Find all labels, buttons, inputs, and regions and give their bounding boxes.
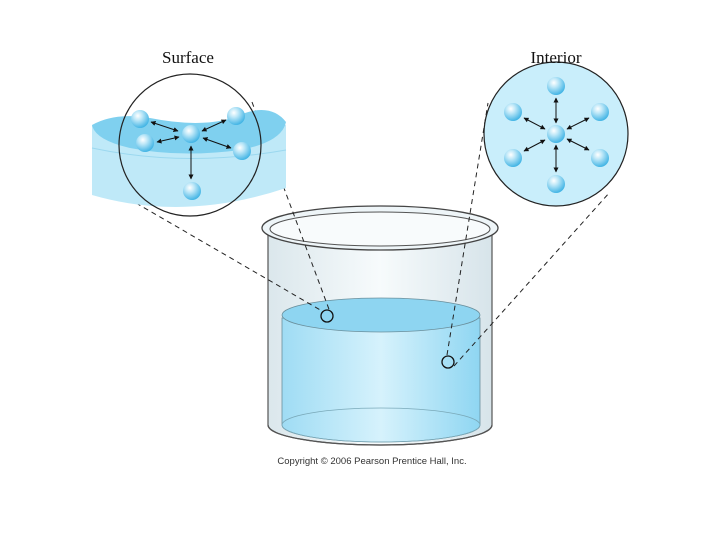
molecule <box>547 125 565 143</box>
beaker <box>262 206 498 445</box>
molecule <box>504 103 522 121</box>
molecule <box>182 125 200 143</box>
molecule <box>591 149 609 167</box>
molecule <box>591 103 609 121</box>
molecule <box>183 182 201 200</box>
molecule <box>233 142 251 160</box>
molecule <box>131 110 149 128</box>
surface-label: Surface <box>162 48 214 67</box>
molecule <box>136 134 154 152</box>
interior-label: Interior <box>531 48 582 67</box>
molecule <box>227 107 245 125</box>
interior-inset: Interior <box>484 48 628 206</box>
molecule <box>547 77 565 95</box>
molecule <box>504 149 522 167</box>
copyright-text: Copyright © 2006 Pearson Prentice Hall, … <box>277 456 466 467</box>
molecule <box>547 175 565 193</box>
water-surface <box>282 298 480 332</box>
beaker-rim-inner <box>270 212 490 246</box>
surface-inset: Surface <box>92 48 286 216</box>
